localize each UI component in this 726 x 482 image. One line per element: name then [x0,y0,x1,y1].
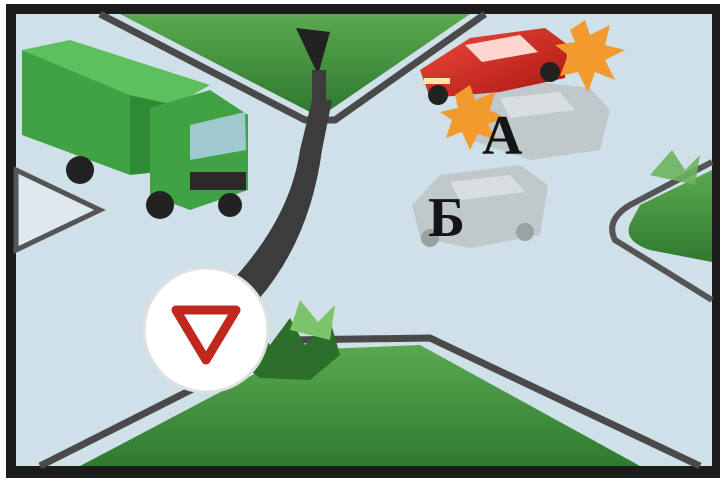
yield-sign-icon [144,268,268,392]
vehicle-a-label: А [482,108,522,164]
vehicle-b-label: Б [428,190,465,246]
